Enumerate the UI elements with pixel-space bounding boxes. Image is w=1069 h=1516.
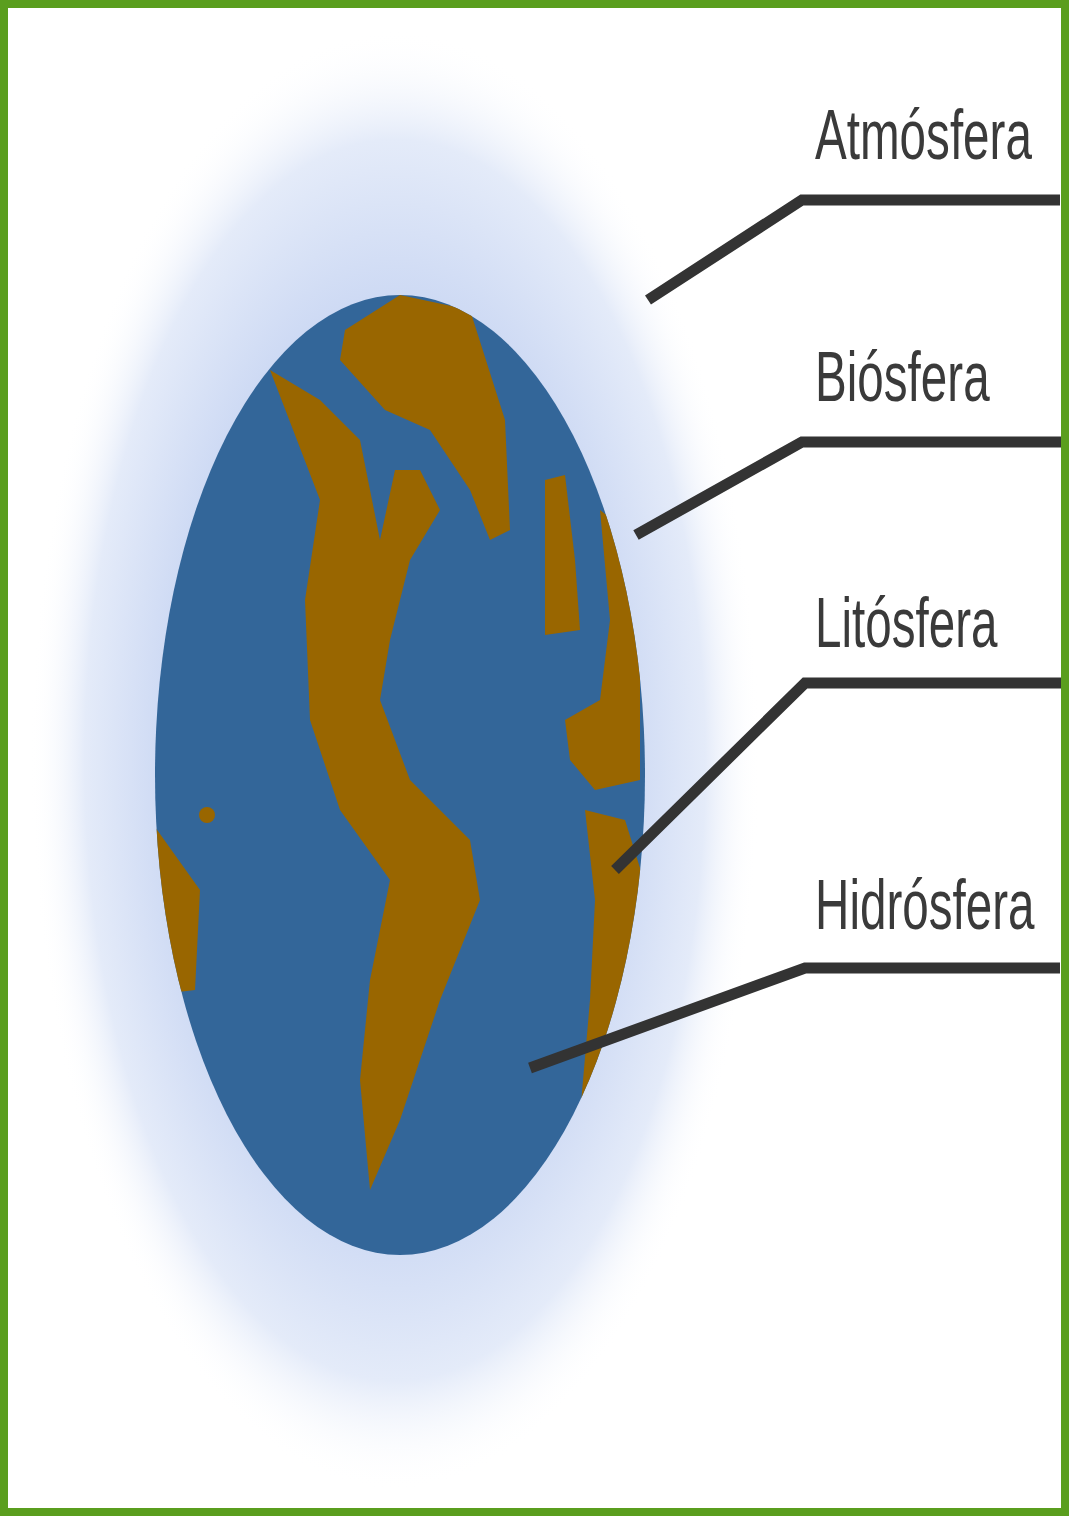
layer-label: Biósfera bbox=[815, 342, 990, 412]
layer-label: Atmósfera bbox=[815, 100, 1032, 170]
layer-label: Litósfera bbox=[815, 588, 998, 658]
layer-label: Hidrósfera bbox=[815, 870, 1035, 940]
leader-lines bbox=[530, 200, 1069, 1068]
ocean-globe bbox=[155, 295, 645, 1255]
atmosphere-glow bbox=[30, 30, 760, 1490]
